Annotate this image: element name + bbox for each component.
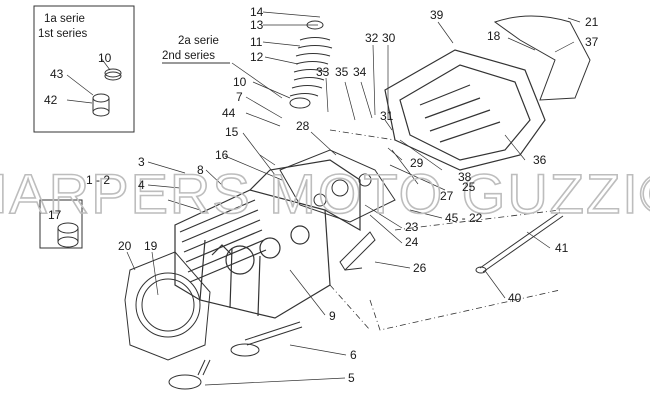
callout-30: 30 xyxy=(382,31,396,45)
valve-spring xyxy=(289,20,333,109)
callout-16: 16 xyxy=(215,148,229,162)
valve-6 xyxy=(230,321,303,357)
callout-42: 42 xyxy=(44,93,58,107)
part-17-inset-box xyxy=(39,199,83,249)
callout-32: 32 xyxy=(365,31,379,45)
label-1st-series-italian: 1a serie xyxy=(44,13,85,25)
callout-13: 13 xyxy=(250,18,264,32)
watermark-text: HARPERS MOTO GUZZI© xyxy=(0,162,650,225)
part-17-cap xyxy=(57,222,79,248)
valve-5 xyxy=(168,359,211,390)
callout-19: 19 xyxy=(144,239,158,253)
callout-25: 25 xyxy=(462,180,476,194)
callout-37: 37 xyxy=(585,35,599,49)
bracket xyxy=(339,231,376,271)
callout-45-22: 45 - 22 xyxy=(445,211,483,225)
callout-36: 36 xyxy=(533,153,547,167)
second-series-leader xyxy=(231,62,283,99)
callout-43: 43 xyxy=(50,67,64,81)
callout-10a: 10 xyxy=(98,51,112,65)
callout-31: 31 xyxy=(380,109,394,123)
centerlines xyxy=(329,129,561,331)
callout-21: 21 xyxy=(585,15,599,29)
callout-38: 38 xyxy=(458,170,472,184)
callout-3: 3 xyxy=(138,155,145,169)
label-1st-series-english: 1st series xyxy=(38,28,87,40)
callout-29: 29 xyxy=(410,156,424,170)
callout-44: 44 xyxy=(222,106,236,120)
valve-cover xyxy=(384,49,546,171)
callout-20: 20 xyxy=(118,239,132,253)
leader-lines xyxy=(66,11,581,386)
rocker-assembly xyxy=(279,149,396,223)
label-2nd-series-italian: 2a serie xyxy=(178,35,219,47)
head-gasket xyxy=(124,251,211,361)
callout-17: 17 xyxy=(48,208,62,222)
callout-1-2: 1 - 2 xyxy=(86,173,110,187)
callout-5: 5 xyxy=(348,371,355,385)
callout-23: 23 xyxy=(405,220,419,234)
cover-shield xyxy=(493,15,591,101)
label-2nd-series-english: 2nd series xyxy=(162,50,215,62)
callout-34: 34 xyxy=(353,65,367,79)
callout-24: 24 xyxy=(405,235,419,249)
callout-41: 41 xyxy=(555,241,569,255)
callout-7: 7 xyxy=(236,90,243,104)
callout-8: 8 xyxy=(197,163,204,177)
callout-35: 35 xyxy=(335,65,349,79)
inset-valve-cap xyxy=(92,68,122,117)
callout-33: 33 xyxy=(316,65,330,79)
callout-39: 39 xyxy=(430,8,444,22)
callout-40: 40 xyxy=(508,291,522,305)
callout-14: 14 xyxy=(250,5,264,19)
callout-10b: 10 xyxy=(233,75,247,89)
callout-4: 4 xyxy=(138,178,145,192)
callout-18: 18 xyxy=(487,29,501,43)
callout-11: 11 xyxy=(250,35,263,49)
callout-27: 27 xyxy=(440,189,454,203)
callout-15: 15 xyxy=(225,125,239,139)
push-rod xyxy=(475,211,564,274)
first-series-inset-box xyxy=(33,5,135,133)
callout-12: 12 xyxy=(250,50,264,64)
callout-28: 28 xyxy=(296,119,310,133)
callout-26: 26 xyxy=(413,261,427,275)
callout-9: 9 xyxy=(329,309,336,323)
callout-6: 6 xyxy=(350,348,357,362)
